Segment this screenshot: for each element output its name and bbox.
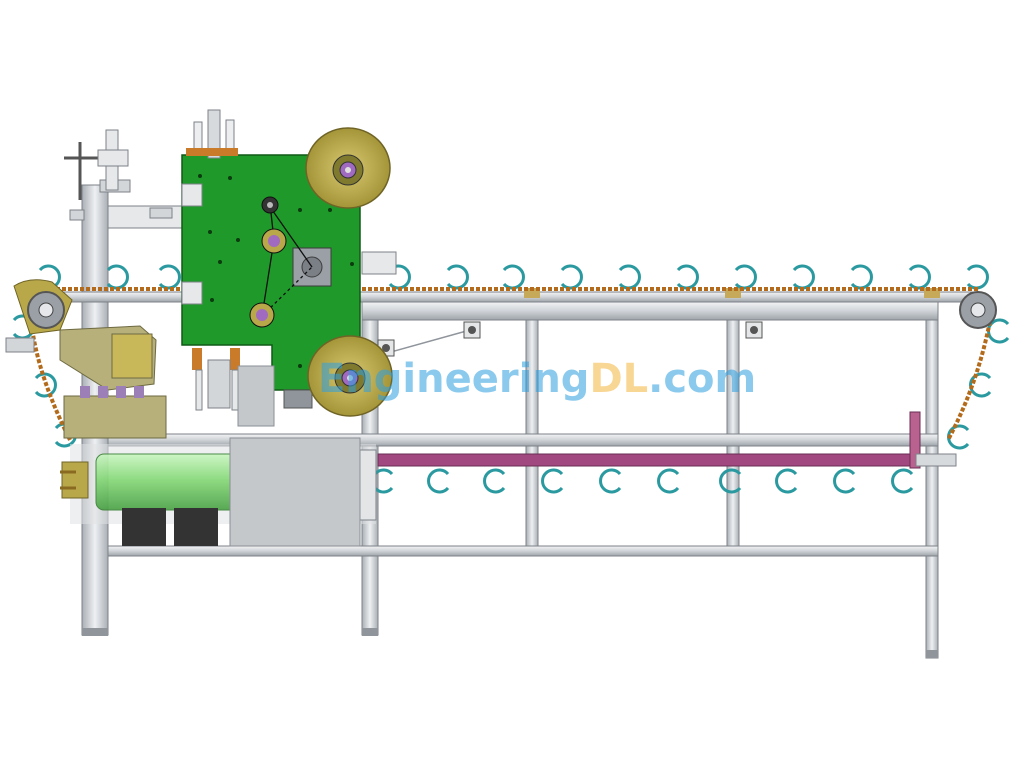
ring-icon [966, 264, 989, 290]
bracket [725, 288, 741, 298]
ring-icon [657, 468, 680, 494]
lower-beam [107, 545, 939, 557]
ring-icon [891, 468, 914, 494]
ring-icon [158, 264, 181, 290]
left-motor-assembly [5, 325, 167, 439]
ring-icon [833, 468, 856, 494]
base-plate [229, 437, 361, 547]
idler-icon [750, 326, 758, 334]
leg-1 [525, 297, 539, 547]
ring-icon [446, 264, 469, 290]
foot-left [82, 628, 108, 636]
upper-tape-reel [305, 127, 391, 209]
ring-icon [908, 264, 931, 290]
ring-icon [560, 264, 583, 290]
ring-icon [719, 468, 742, 494]
dark-block [122, 508, 166, 546]
bracket [524, 288, 540, 298]
right-sprocket [959, 291, 997, 329]
upper-rail [361, 301, 939, 321]
ring-row-lower [371, 468, 914, 494]
ring-icon [734, 264, 757, 290]
lower-tape-reel [307, 335, 393, 417]
ring-icon [541, 468, 564, 494]
ring-icon [427, 468, 450, 494]
main-green-panel [181, 109, 397, 427]
tie-rod [379, 329, 471, 356]
left-adjust-stand [64, 129, 185, 229]
ring-icon [106, 264, 129, 290]
left-sprocket [13, 279, 73, 335]
ring-icon [792, 264, 815, 290]
ring-icon [599, 468, 622, 494]
olive-block [63, 395, 167, 439]
gear-motor [111, 333, 153, 379]
purple-guide-rail [377, 411, 957, 469]
ring-icon [850, 264, 873, 290]
ring-icon [618, 264, 641, 290]
ring-icon [775, 468, 798, 494]
ring-icon [502, 264, 525, 290]
leg-2 [726, 297, 740, 547]
ring-icon [483, 468, 506, 494]
idler-icon [468, 326, 476, 334]
bracket [924, 288, 940, 298]
dark-block [174, 508, 218, 546]
ring-icon [676, 264, 699, 290]
leg-3 [925, 297, 939, 659]
foot-middle [362, 628, 378, 636]
idler-icon [382, 344, 390, 352]
foot-right [926, 650, 938, 658]
lower-blocks [122, 437, 361, 547]
